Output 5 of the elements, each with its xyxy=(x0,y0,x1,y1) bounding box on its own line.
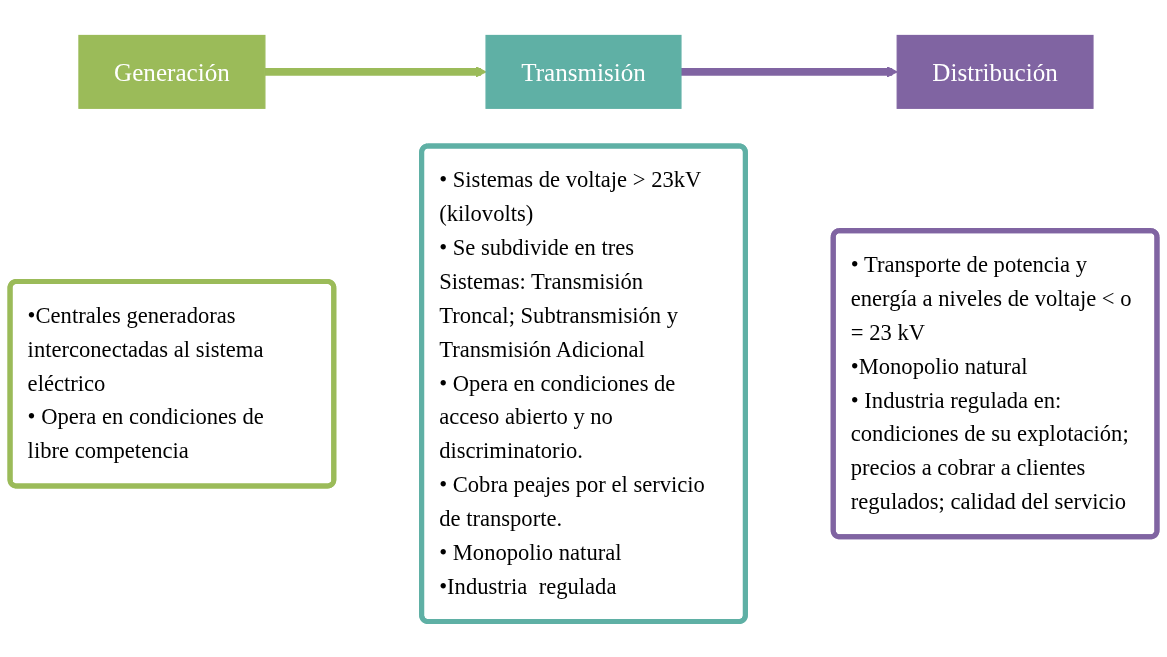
arrow xyxy=(680,66,898,78)
node-box: Generación xyxy=(78,34,266,109)
arrow xyxy=(264,66,487,78)
node-box: Transmisión xyxy=(485,34,682,109)
node-box: Distribución xyxy=(896,34,1094,109)
